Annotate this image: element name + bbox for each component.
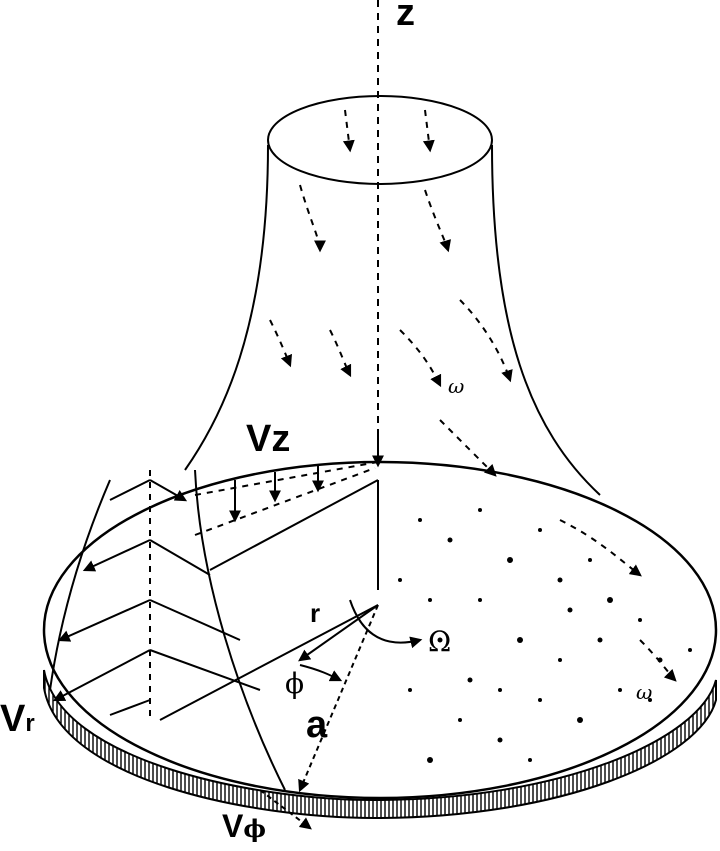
z-axis-label: z <box>396 0 415 34</box>
vr-profile <box>49 469 379 791</box>
vz-profile <box>194 430 384 590</box>
disk-top <box>42 460 718 800</box>
omega-vorticity-upper-label: ω <box>448 374 465 398</box>
a-label: a <box>306 704 328 746</box>
vz-label: Vz <box>246 420 290 458</box>
streamlines <box>269 109 677 682</box>
omega-rotation-label: Ω <box>428 625 452 658</box>
vz-label-main: V <box>246 418 272 460</box>
funnel-streamtube <box>184 95 601 496</box>
disk-speckle <box>398 508 692 763</box>
vphi-label: Vϕ <box>222 810 266 842</box>
vphi-label-main: V <box>222 808 244 844</box>
phi-label: ϕ <box>285 667 305 700</box>
vr-label-sub: r <box>25 710 35 737</box>
rotation-arrows <box>259 599 423 830</box>
disk-rim <box>43 669 717 820</box>
vphi-label-sub: ϕ <box>243 814 266 843</box>
vr-label-main: V <box>0 698 26 740</box>
vz-label-sub: z <box>271 418 291 460</box>
vr-label: Vr <box>0 700 35 738</box>
r-label: r <box>310 598 321 628</box>
omega-vorticity-lower-label: ω <box>636 680 653 704</box>
